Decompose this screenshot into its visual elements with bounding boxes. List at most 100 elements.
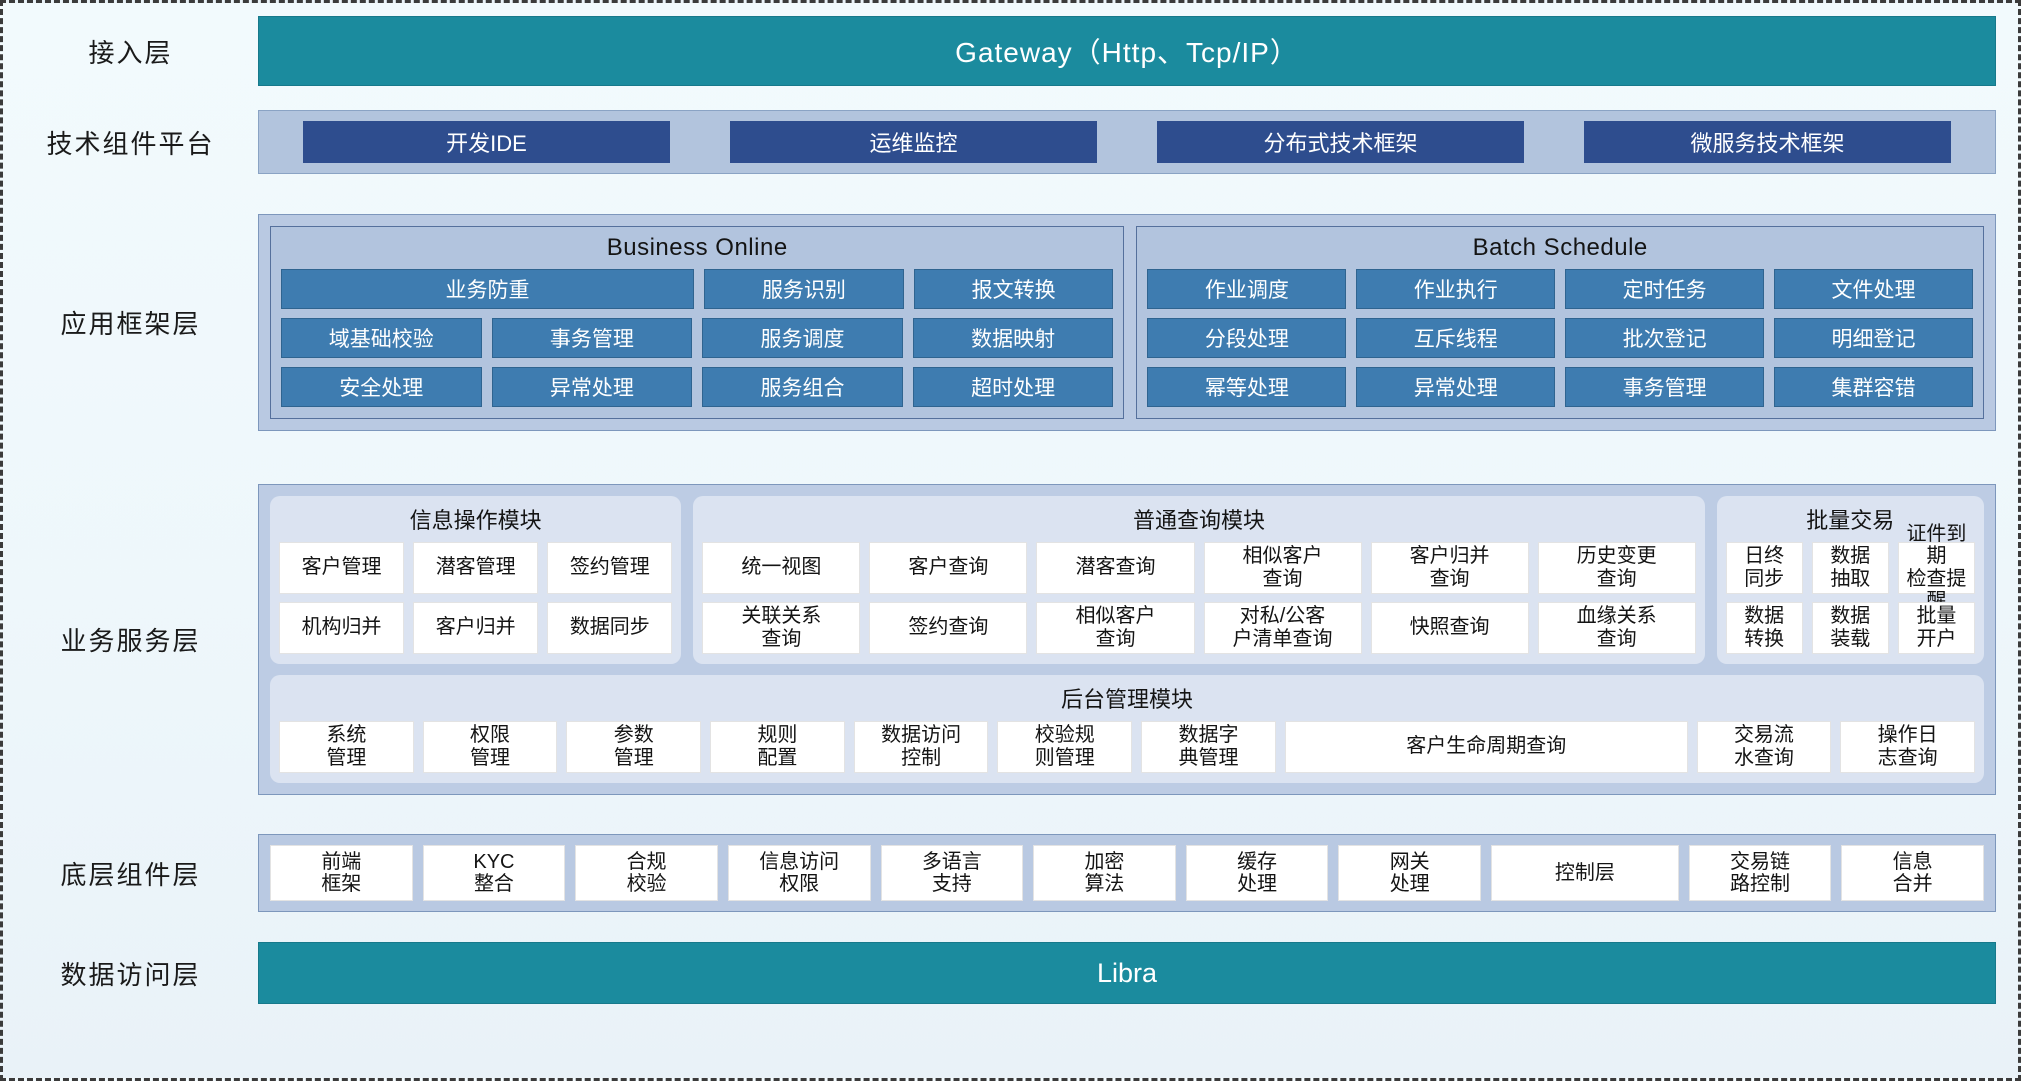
layer-label-dataaccess: 数据访问层 xyxy=(60,959,201,990)
app-framework-box-1-0-0[interactable]: 作业调度 xyxy=(1147,269,1347,309)
business-service-item-2-1-1[interactable]: 数据装载 xyxy=(1811,601,1889,654)
business-group-row-0-0: 客户管理潜客管理签约管理 xyxy=(279,541,673,594)
backend-management-item-0[interactable]: 系统管理 xyxy=(279,720,414,773)
business-group-1: 普通查询模块统一视图客户查询潜客查询相似客户查询客户归并查询历史变更查询关联关系… xyxy=(693,495,1705,664)
app-framework-box-0-0-1[interactable]: 服务识别 xyxy=(704,269,904,309)
business-service-item-0-0-1[interactable]: 潜客管理 xyxy=(413,541,539,594)
backend-management-module: 后台管理模块系统管理权限管理参数管理规则配置数据访问控制校验规则管理数据字典管理… xyxy=(270,674,1984,783)
backend-management-item-6[interactable]: 数据字典管理 xyxy=(1141,720,1276,773)
app-framework-box-0-1-3[interactable]: 数据映射 xyxy=(912,318,1114,358)
component-item-6[interactable]: 缓存处理 xyxy=(1185,845,1329,901)
app-framework-box-0-0-0[interactable]: 业务防重 xyxy=(281,269,695,309)
business-service-item-1-1-0[interactable]: 关联关系查询 xyxy=(702,601,861,654)
component-item-0[interactable]: 前端框架 xyxy=(270,845,413,901)
business-service-item-1-1-2[interactable]: 相似客户查询 xyxy=(1036,601,1195,654)
layer-label-appframe: 应用框架层 xyxy=(60,309,201,339)
app-framework-box-1-2-1[interactable]: 异常处理 xyxy=(1356,367,1556,407)
business-service-item-2-1-2[interactable]: 批量开户 xyxy=(1897,601,1975,654)
layer-row-bizservice: 业务服务层 信息操作模块客户管理潜客管理签约管理机构归并客户归并数据同步普通查询… xyxy=(3,460,2018,818)
app-framework-group-title-1: Batch Schedule xyxy=(1472,234,1648,261)
app-framework-box-1-1-1[interactable]: 互斥线程 xyxy=(1356,318,1556,358)
business-service-item-0-1-1[interactable]: 客户归并 xyxy=(413,601,539,654)
backend-management-item-5[interactable]: 校验规则管理 xyxy=(997,720,1133,773)
app-framework-box-1-0-1[interactable]: 作业执行 xyxy=(1356,269,1556,309)
tech-item-2[interactable]: 分布式技术框架 xyxy=(1156,121,1525,163)
app-framework-row-1-0: 作业调度作业执行定时任务文件处理 xyxy=(1147,269,1973,309)
business-service-item-2-0-2[interactable]: 证件到期检查提醒 xyxy=(1897,523,1975,612)
app-framework-box-1-2-2[interactable]: 事务管理 xyxy=(1565,367,1765,407)
business-service-item-1-1-5[interactable]: 血缘关系查询 xyxy=(1537,601,1696,654)
layer-row-access: 接入层 Gateway（Http、Tcp/IP） xyxy=(3,3,2018,99)
app-framework-box-1-1-2[interactable]: 批次登记 xyxy=(1565,318,1765,358)
business-service-item-0-0-0[interactable]: 客户管理 xyxy=(279,541,405,594)
backend-management-item-4[interactable]: 数据访问控制 xyxy=(853,720,989,773)
backend-management-item-8[interactable]: 交易流水查询 xyxy=(1696,720,1832,773)
app-framework-box-0-1-2[interactable]: 服务调度 xyxy=(702,318,903,358)
app-framework-box-1-2-3[interactable]: 集群容错 xyxy=(1774,367,1973,407)
app-framework-box-0-1-0[interactable]: 域基础校验 xyxy=(281,318,482,358)
business-group-title-0: 信息操作模块 xyxy=(409,507,542,533)
layer-label-bizservice: 业务服务层 xyxy=(60,625,201,656)
component-item-4[interactable]: 多语言支持 xyxy=(880,845,1024,901)
app-framework-row-0-2: 安全处理异常处理服务组合超时处理 xyxy=(281,367,1114,407)
business-group-row-0-1: 机构归并客户归并数据同步 xyxy=(279,601,673,654)
app-framework-box-0-0-2[interactable]: 报文转换 xyxy=(913,269,1114,309)
backend-management-item-1[interactable]: 权限管理 xyxy=(422,720,558,773)
component-item-3[interactable]: 信息访问权限 xyxy=(727,845,871,901)
business-service-item-1-1-4[interactable]: 快照查询 xyxy=(1370,601,1529,654)
backend-management-item-2[interactable]: 参数管理 xyxy=(566,720,702,773)
business-service-item-1-0-2[interactable]: 潜客查询 xyxy=(1036,541,1195,594)
backend-management-item-9[interactable]: 操作日志查询 xyxy=(1840,720,1975,773)
business-service-container: 信息操作模块客户管理潜客管理签约管理机构归并客户归并数据同步普通查询模块统一视图… xyxy=(258,483,1996,795)
tech-item-0[interactable]: 开发IDE xyxy=(302,121,671,163)
app-framework-box-0-2-1[interactable]: 异常处理 xyxy=(491,367,693,407)
component-item-9[interactable]: 交易链路控制 xyxy=(1688,845,1832,901)
app-framework-box-1-0-3[interactable]: 文件处理 xyxy=(1774,269,1973,309)
business-group-0: 信息操作模块客户管理潜客管理签约管理机构归并客户归并数据同步 xyxy=(270,495,682,664)
business-service-item-1-1-1[interactable]: 签约查询 xyxy=(869,601,1028,654)
tech-platform-band: 开发IDE 运维监控 分布式技术框架 微服务技术框架 xyxy=(258,110,1996,174)
tech-item-1[interactable]: 运维监控 xyxy=(729,121,1098,163)
business-service-item-1-0-1[interactable]: 客户查询 xyxy=(869,541,1028,594)
business-service-item-2-1-0[interactable]: 数据转换 xyxy=(1725,601,1803,654)
app-framework-box-1-0-2[interactable]: 定时任务 xyxy=(1565,269,1765,309)
backend-management-item-7[interactable]: 客户生命周期查询 xyxy=(1284,720,1688,773)
app-framework-box-1-1-0[interactable]: 分段处理 xyxy=(1147,318,1347,358)
business-service-item-2-0-1[interactable]: 数据抽取 xyxy=(1811,541,1889,594)
component-item-2[interactable]: 合规校验 xyxy=(575,845,718,901)
app-framework-row-0-0: 业务防重服务识别报文转换 xyxy=(281,269,1114,309)
business-service-item-2-0-0[interactable]: 日终同步 xyxy=(1725,541,1803,594)
business-service-item-1-0-3[interactable]: 相似客户查询 xyxy=(1203,541,1362,594)
app-framework-box-1-1-3[interactable]: 明细登记 xyxy=(1774,318,1973,358)
component-item-7[interactable]: 网关处理 xyxy=(1338,845,1481,901)
business-service-item-1-0-0[interactable]: 统一视图 xyxy=(702,541,861,594)
business-service-item-1-0-5[interactable]: 历史变更查询 xyxy=(1537,541,1696,594)
app-framework-box-0-1-1[interactable]: 事务管理 xyxy=(491,318,693,358)
backend-management-item-3[interactable]: 规则配置 xyxy=(710,720,845,773)
component-item-5[interactable]: 加密算法 xyxy=(1033,845,1176,901)
tech-item-3[interactable]: 微服务技术框架 xyxy=(1583,121,1952,163)
layer-row-dataaccess: 数据访问层 Libra xyxy=(3,928,2018,1018)
business-service-item-0-1-0[interactable]: 机构归并 xyxy=(279,601,405,654)
business-service-item-0-0-2[interactable]: 签约管理 xyxy=(547,541,673,594)
business-service-item-0-1-2[interactable]: 数据同步 xyxy=(547,601,673,654)
business-group-row-1-0: 统一视图客户查询潜客查询相似客户查询客户归并查询历史变更查询 xyxy=(702,541,1696,594)
business-service-item-1-1-3[interactable]: 对私/公客户清单查询 xyxy=(1203,601,1362,654)
app-framework-box-0-2-0[interactable]: 安全处理 xyxy=(281,367,482,407)
backend-management-title: 后台管理模块 xyxy=(1060,686,1193,712)
app-framework-row-0-1: 域基础校验事务管理服务调度数据映射 xyxy=(281,318,1114,358)
component-item-10[interactable]: 信息合并 xyxy=(1841,845,1984,901)
business-service-item-1-0-4[interactable]: 客户归并查询 xyxy=(1370,541,1529,594)
app-framework-box-0-2-3[interactable]: 超时处理 xyxy=(912,367,1114,407)
app-framework-box-0-2-2[interactable]: 服务组合 xyxy=(702,367,903,407)
component-item-8[interactable]: 控制层 xyxy=(1491,845,1679,901)
app-framework-box-1-2-0[interactable]: 幂等处理 xyxy=(1147,367,1347,407)
business-group-title-2: 批量交易 xyxy=(1806,507,1895,533)
